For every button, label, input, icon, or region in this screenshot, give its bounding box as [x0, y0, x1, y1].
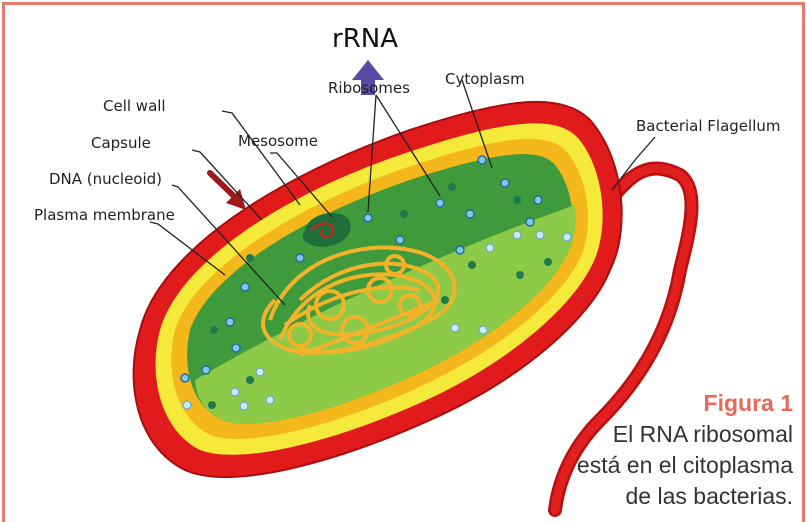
label-dna-nucleoid: DNA (nucleoid) [49, 170, 162, 188]
caption-line-2: está en el citoplasma [523, 450, 793, 481]
label-flagellum: Bacterial Flagellum [636, 117, 781, 135]
capsule-pointer-arrow [210, 173, 246, 210]
label-plasma-membrane: Plasma membrane [34, 206, 175, 224]
label-ribosomes: Ribosomes [328, 79, 410, 97]
caption-line-1: El RNA ribosomal [523, 419, 793, 450]
label-cell-wall: Cell wall [103, 97, 166, 115]
diagram-title: rRNA [332, 24, 398, 54]
label-capsule: Capsule [91, 134, 151, 152]
figure-caption: Figura 1 El RNA ribosomal está en el cit… [523, 388, 793, 512]
caption-line-3: de las bacterias. [523, 481, 793, 512]
figure-number: Figura 1 [523, 388, 793, 419]
label-cytoplasm: Cytoplasm [445, 70, 525, 88]
label-mesosome: Mesosome [238, 132, 318, 150]
